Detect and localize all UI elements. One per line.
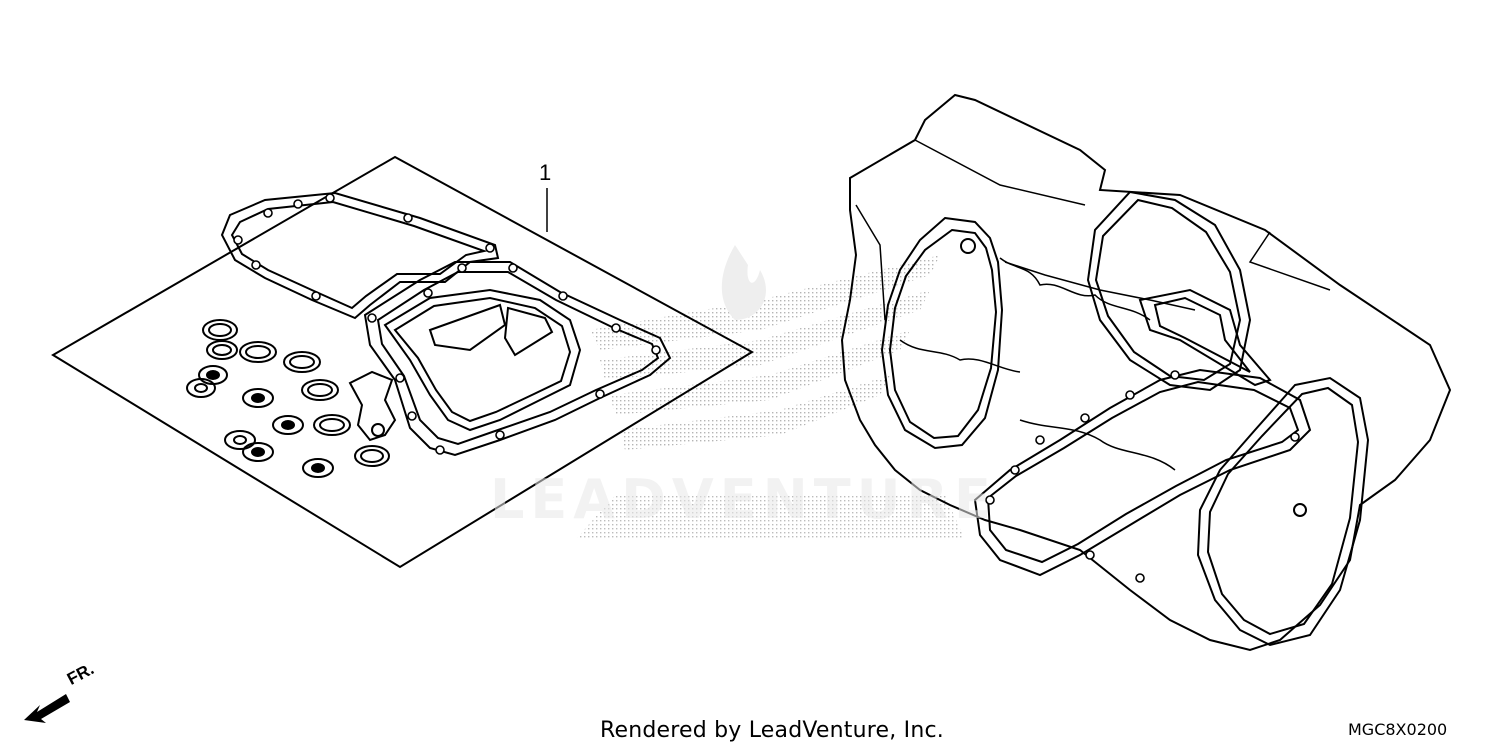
- engine-block: [840, 93, 1452, 652]
- diagram-code: MGC8X0200: [1348, 720, 1448, 739]
- front-direction-arrow: [24, 694, 70, 723]
- o-ring-set: [186, 319, 390, 478]
- block-gaskets: [880, 190, 1370, 647]
- small-plate-gasket: [348, 370, 397, 442]
- cover-gasket: [220, 191, 500, 320]
- part-callout-1: 1: [539, 160, 552, 185]
- oil-pan-gasket: [363, 261, 672, 457]
- leadventure-watermark: LEADVENTURE: [490, 468, 997, 531]
- footer-credit: Rendered by LeadVenture, Inc.: [600, 718, 944, 743]
- gasket-kit-sheet: [51, 155, 754, 569]
